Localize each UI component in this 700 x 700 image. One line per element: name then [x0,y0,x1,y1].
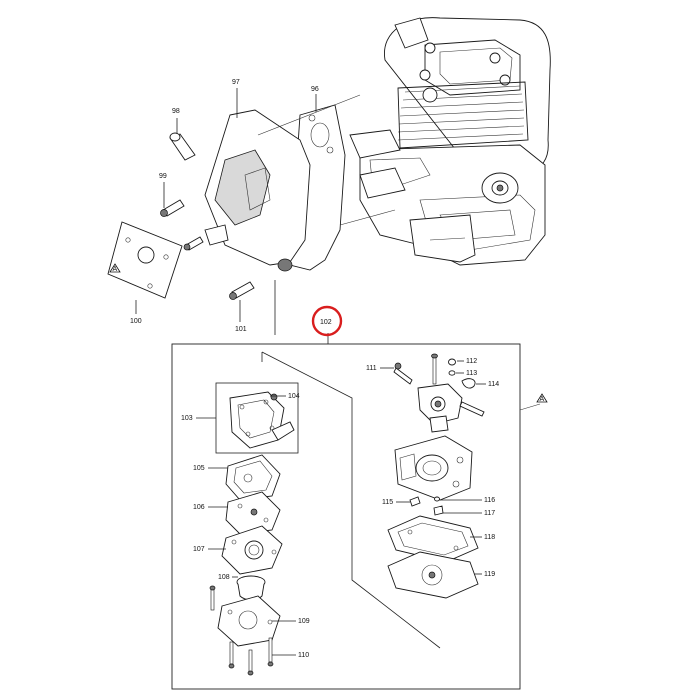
insulator-97 [204,109,311,272]
callout-116: 116 [484,497,495,504]
callout-96: 96 [311,86,319,93]
callout-107: 107 [193,546,205,553]
svg-text:A: A [540,396,545,403]
metering-gasket-118 [387,515,479,563]
callout-99: 99 [159,173,167,180]
reference-marker-a-right: A [519,393,548,411]
callout-97: 97 [232,79,240,86]
callout-98: 98 [172,108,180,115]
screws-110 [209,585,274,676]
callout-labels: 96 97 98 99 100 101 102 103 104 105 106 … [130,79,499,659]
primer-cup-108 [236,575,266,601]
callout-101: 101 [235,326,247,333]
bolt-101 [229,281,255,300]
callout-113: 113 [466,370,477,377]
pump-gasket-105 [225,454,281,501]
callout-111: 111 [366,365,377,372]
callout-105: 105 [193,465,205,472]
small-parts-112-114 [448,358,476,389]
callout-112: 112 [466,358,477,365]
bolt-plate-lower [183,236,204,251]
callout-100: 100 [130,318,142,325]
leader-lines-top [135,88,396,344]
bolt-99 [160,199,185,217]
leader-lines-bottom [196,360,486,656]
needle-parts-115-117 [409,496,444,516]
callout-118: 118 [484,534,495,541]
callout-109: 109 [298,618,310,625]
callout-117: 117 [484,510,495,517]
carburetor-kit-box [171,343,521,690]
highlight-circle-102 [311,305,343,337]
callout-110: 110 [298,652,309,659]
callout-114: 114 [488,381,499,388]
callout-106: 106 [193,504,205,511]
throttle-body-111 [393,353,485,433]
callout-108: 108 [218,574,230,581]
callout-104: 104 [288,393,300,400]
callout-119: 119 [484,571,495,578]
pump-diaphragm-106 [225,491,281,535]
svg-text:A: A [113,266,118,273]
metering-diaphragm-119 [387,551,479,599]
callout-103: 103 [181,415,193,422]
callout-115: 115 [382,499,393,506]
diaphragm-kit-103 [215,382,299,454]
reference-marker-a-left: A [109,263,121,273]
engine-block [349,17,551,266]
bolt-98 [169,132,196,161]
callout-102: 102 [320,319,332,326]
carburetor-body [394,435,473,501]
pump-cover-107 [221,525,283,575]
heat-shield-plate-100 [107,221,183,299]
